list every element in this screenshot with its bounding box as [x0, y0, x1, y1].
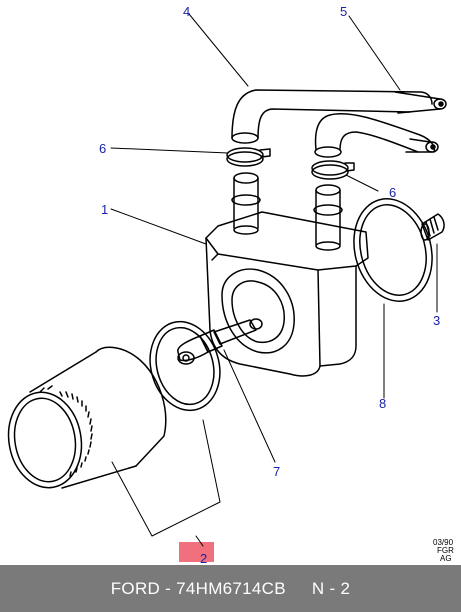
- leader-lines: [110, 13, 438, 547]
- cooler-pipe-left: [231, 172, 261, 235]
- drawing-stamp-fgr: FGR: [437, 546, 454, 555]
- part-number-footer: FORD - 74HM6714CB N - 2: [0, 565, 461, 612]
- oil-cooler-body: [205, 211, 369, 377]
- footer-part-number: FORD - 74HM6714CB: [110, 578, 286, 598]
- callout-8: 8: [379, 396, 386, 411]
- callout-3: 3: [433, 313, 440, 328]
- exploded-parts-diagram: 4 5 6 6 1 3 8 7 2 03/90 FGR AG: [7, 4, 454, 565]
- hose-clamp-right: [311, 160, 355, 180]
- callout-4: 4: [183, 4, 190, 19]
- drawing-stamp-ag: AG: [440, 554, 452, 563]
- coolant-hose-left: [231, 89, 433, 144]
- small-o-ring: [149, 320, 221, 412]
- callout-5: 5: [340, 4, 347, 19]
- callout-6-left: 6: [99, 141, 106, 156]
- coolant-hose-right: [314, 91, 447, 158]
- callout-6-right: 6: [389, 185, 396, 200]
- hose-clamp-left: [226, 147, 271, 167]
- oil-filter: [7, 346, 167, 489]
- large-o-ring: [353, 198, 433, 302]
- callout-highlight: [179, 542, 214, 562]
- connector-stud: [177, 319, 257, 365]
- callout-7: 7: [273, 464, 280, 479]
- footer-reference: N - 2: [311, 578, 351, 598]
- callout-1: 1: [101, 202, 108, 217]
- callout-2: 2: [200, 551, 207, 565]
- cooler-pipe-right: [313, 184, 343, 251]
- drawing-date-stamp: 03/90: [433, 538, 454, 547]
